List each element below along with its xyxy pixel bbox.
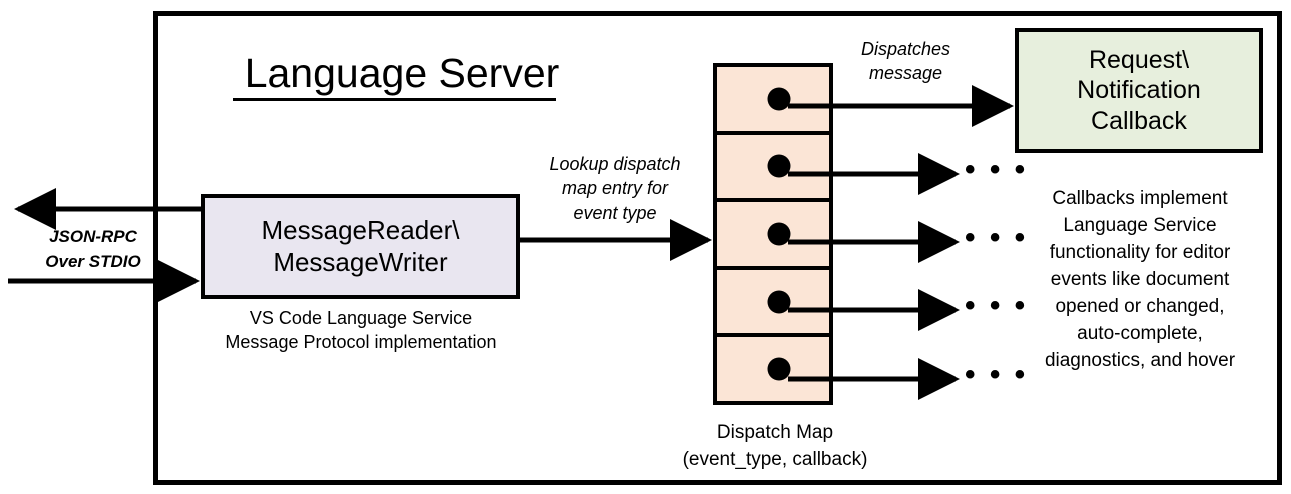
transport-label: JSON-RPC Over STDIO [45, 227, 141, 271]
request-notification-callback-label: Request\ Notification Callback [1077, 45, 1201, 135]
lookup-dispatch-label: Lookup dispatch map entry for event type [549, 154, 681, 223]
ellipsis-row-4: • • • [965, 289, 1029, 322]
page-title: Language Server [244, 50, 560, 96]
callback-dot-icon [767, 154, 791, 178]
message-reader-writer-label: MessageReader\ MessageWriter [261, 214, 460, 277]
message-reader-writer-caption: VS Code Language Service Message Protoco… [225, 308, 497, 353]
ellipsis-row-2: • • • [965, 153, 1029, 186]
dispatch-map-row[interactable] [717, 67, 829, 135]
ellipsis-row-3: • • • [965, 221, 1029, 254]
message-reader-writer-box[interactable]: MessageReader\ MessageWriter [201, 194, 520, 299]
callback-dot-icon [767, 87, 791, 111]
dispatches-message-label: Dispatches message [860, 39, 951, 84]
callback-dot-icon [767, 357, 791, 381]
dispatch-map-row[interactable] [717, 269, 829, 338]
callback-description: Callbacks implement Language Service fun… [1044, 188, 1236, 371]
dispatch-map-caption: Dispatch Map (event_type, callback) [682, 422, 868, 470]
ellipsis-row-5: • • • [965, 358, 1029, 391]
callback-dot-icon [767, 290, 791, 314]
dispatch-map-row[interactable] [717, 202, 829, 270]
request-notification-callback-box[interactable]: Request\ Notification Callback [1015, 28, 1263, 153]
callback-dot-icon [767, 222, 791, 246]
language-server-boundary [153, 11, 1282, 485]
dispatch-map-table[interactable] [713, 63, 833, 405]
dispatch-map-row[interactable] [717, 134, 829, 203]
page-title-underline [233, 98, 556, 101]
dispatch-map-row[interactable] [717, 337, 829, 401]
